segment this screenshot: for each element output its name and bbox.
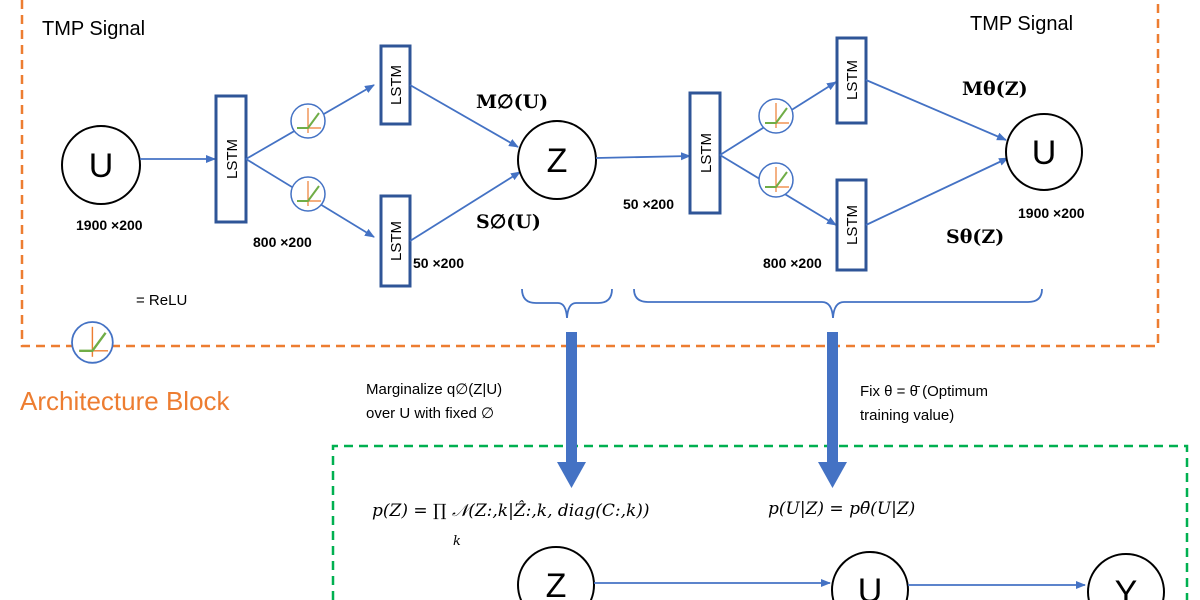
arrow-lstm-variance-to-z xyxy=(409,171,521,242)
z-bottom-label: Z xyxy=(546,567,567,600)
relu-icon xyxy=(758,162,794,198)
decoder-brace xyxy=(633,288,1043,319)
decoder-lstm-1-dimension: 50 ×200 xyxy=(623,196,674,212)
encoder-lstm-mean xyxy=(379,44,412,126)
decoder-lstm-variance-label: LSTM xyxy=(844,205,861,245)
arrow-lstm-mean-to-z xyxy=(409,84,519,148)
decoder-lstm-mean-label: LSTM xyxy=(844,60,861,100)
relu-legend-icon xyxy=(70,320,115,365)
u-bottom-node xyxy=(831,551,909,600)
inference-block-border xyxy=(331,444,1189,600)
z-latent-node xyxy=(517,120,597,200)
encoder-lstm-1 xyxy=(214,94,248,224)
architecture-block-label: Architecture Block xyxy=(20,386,231,416)
m-theta-label: Mθ(Z) xyxy=(962,78,1028,100)
s-phi-label: S∅(U) xyxy=(476,211,541,233)
decoder-lstm-1-label: LSTM xyxy=(698,133,715,173)
u-output-dimension: 1900 ×200 xyxy=(1018,205,1085,221)
prior-formula: p(Z) = ∏ 𝒩(Z:,k|Ẑ:,k, diag(C:,k)) xyxy=(372,500,650,521)
y-bottom-label: Y xyxy=(1115,574,1138,600)
y-bottom-node xyxy=(1087,553,1165,600)
u-bottom-label: U xyxy=(858,572,883,600)
prior-formula-subscript: k xyxy=(453,534,461,549)
u-input-node xyxy=(61,125,141,205)
u-output-node xyxy=(1005,113,1083,191)
likelihood-formula: p(U|Z) = pθ̄(U|Z) xyxy=(768,499,915,519)
encoder-lstm-variance xyxy=(379,194,412,288)
arrow-z-to-decoder-lstm xyxy=(595,152,691,161)
decoder-lstm-variance-dimension: 800 ×200 xyxy=(763,255,822,271)
z-bottom-node xyxy=(517,546,595,600)
u-output-label: U xyxy=(1032,134,1057,172)
tmp-signal-title-left: TMP Signal xyxy=(42,18,145,40)
tmp-signal-title-right: TMP Signal xyxy=(970,13,1073,35)
marginalize-arrow-shaft xyxy=(566,332,577,464)
encoder-lstm-1-dimension: 800 ×200 xyxy=(253,234,312,250)
decoder-lstm-1 xyxy=(688,91,722,215)
architecture-block: TMP Signal TMP Signal xyxy=(20,0,1160,348)
relu-icon xyxy=(758,98,794,134)
z-latent-label: Z xyxy=(547,142,568,180)
u-input-dimension: 1900 ×200 xyxy=(76,217,143,233)
marginalize-arrow-head xyxy=(557,462,586,488)
encoder-brace xyxy=(521,288,613,319)
relu-legend-label: = ReLU xyxy=(136,292,187,309)
fix-theta-note-line-1: Fix θ = θ̄ (Optimum xyxy=(860,383,988,400)
fix-theta-arrow-shaft xyxy=(827,332,838,464)
arrow-decoder-mean-to-u xyxy=(865,79,1007,141)
relu-icon xyxy=(290,176,326,212)
fix-theta-arrow-head xyxy=(818,462,847,488)
encoder-lstm-variance-dimension: 50 ×200 xyxy=(413,255,464,271)
encoder-lstm-mean-label: LSTM xyxy=(388,65,405,105)
encoder-lstm-variance-label: LSTM xyxy=(388,221,405,261)
relu-icon xyxy=(290,103,326,139)
architecture-block-border xyxy=(20,0,1160,348)
s-theta-label: Sθ(Z) xyxy=(946,226,1004,248)
fix-theta-note-line-2: training value) xyxy=(860,407,954,424)
m-phi-label: M∅(U) xyxy=(476,91,548,113)
arrow-decoder-variance-to-u xyxy=(865,157,1009,226)
marginalize-note-line-2: over U with fixed ∅ xyxy=(366,405,494,422)
marginalize-note-line-1: Marginalize q∅(Z|U) xyxy=(366,381,502,398)
u-input-label: U xyxy=(89,147,114,185)
encoder-lstm-1-label: LSTM xyxy=(224,139,241,179)
